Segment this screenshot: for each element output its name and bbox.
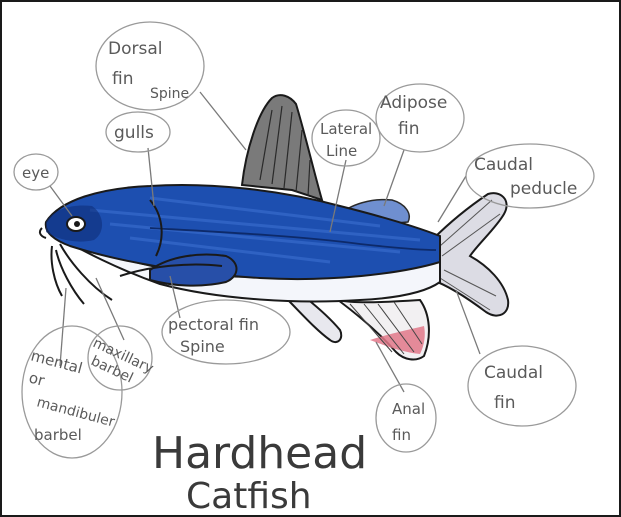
- label-gills: gulls: [114, 123, 154, 143]
- label-dorsal-fin-line3: Spine: [150, 86, 189, 102]
- label-pectoral-1: pectoral fin: [168, 315, 259, 334]
- pupil: [74, 221, 80, 227]
- label-adipose-1: Adipose: [380, 93, 447, 113]
- label-caudal-peduncle-2: peducle: [510, 179, 577, 199]
- title-line1: Hardhead: [152, 428, 367, 479]
- label-pectoral-2: Spine: [180, 337, 225, 356]
- label-dorsal-fin-line1: Dorsal: [108, 39, 162, 59]
- label-caudal-fin-2: fin: [494, 393, 515, 413]
- label-mental-4: barbel: [34, 426, 82, 444]
- label-caudal-fin-1: Caudal: [484, 363, 543, 383]
- label-anal-1: Anal: [392, 400, 425, 418]
- label-anal-2: fin: [392, 426, 411, 444]
- label-adipose-2: fin: [398, 119, 419, 139]
- label-dorsal-fin-line2: fin: [112, 69, 133, 89]
- label-caudal-peduncle-1: Caudal: [474, 155, 533, 175]
- label-lateral-line-2: Line: [326, 142, 357, 160]
- title-line2: Catfish: [186, 476, 312, 517]
- label-eye: eye: [22, 164, 49, 182]
- label-lateral-line-1: Lateral: [320, 120, 372, 138]
